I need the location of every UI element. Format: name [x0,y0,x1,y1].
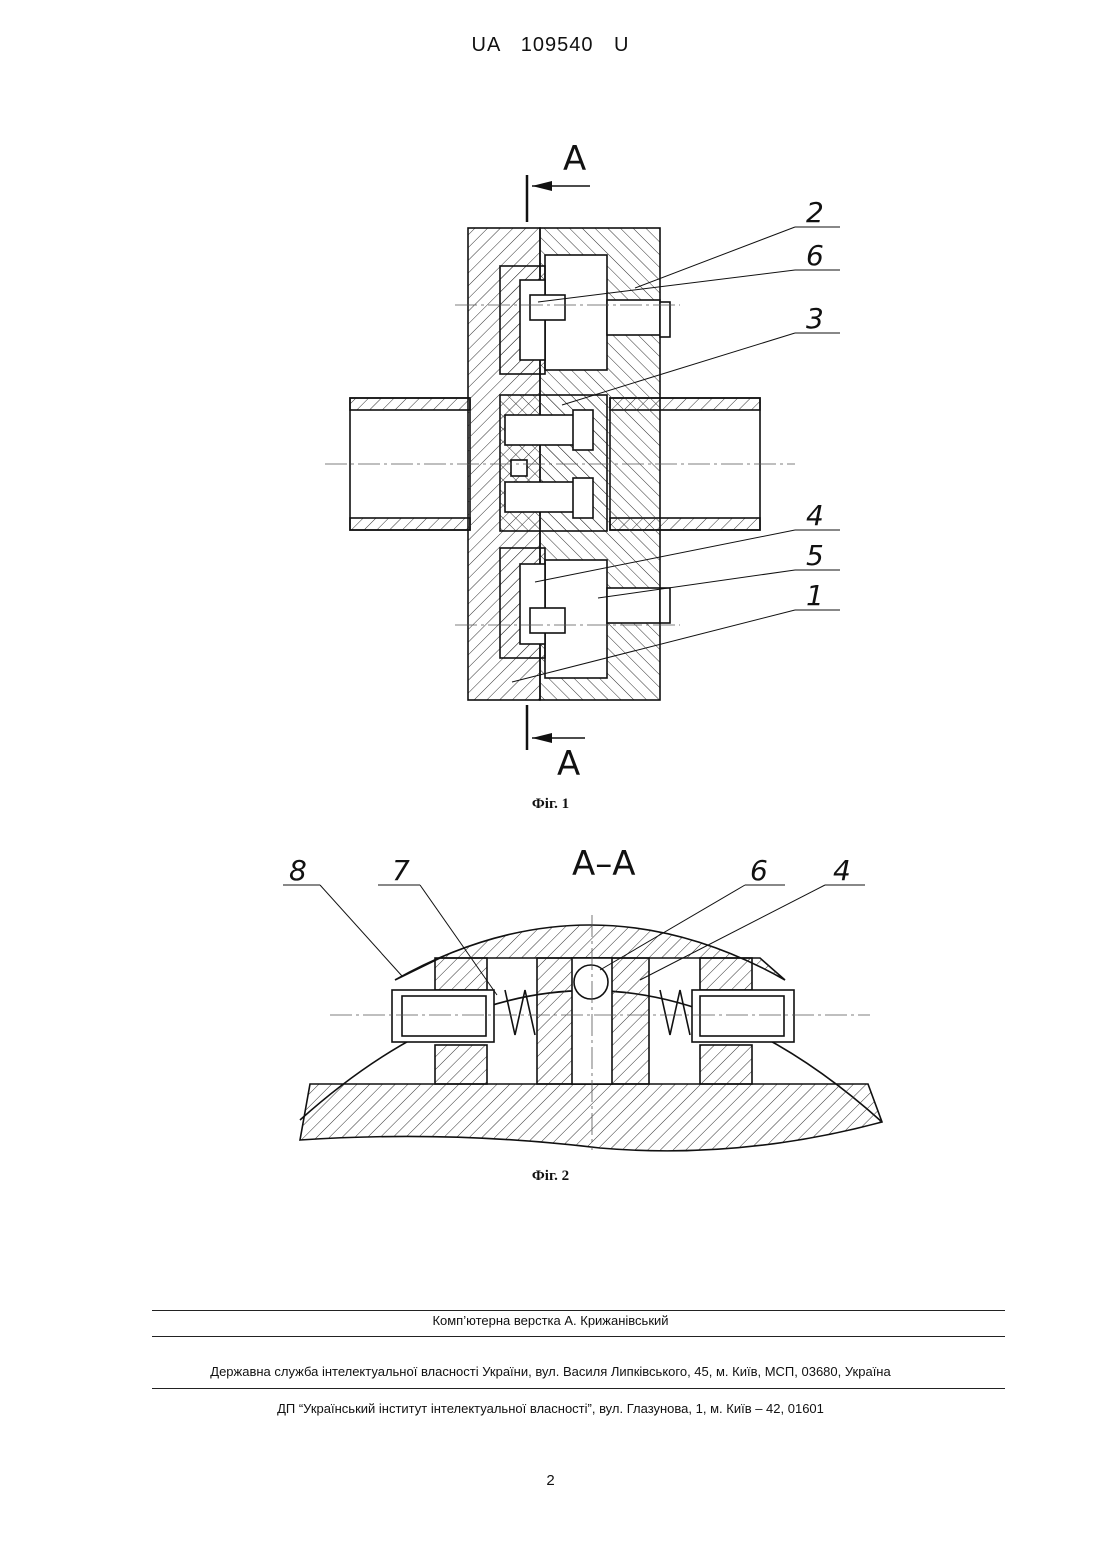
page-number: 2 [0,1472,1101,1489]
layout-credit: Комп’ютерна верстка А. Крижанівський [0,1313,1101,1328]
agency-address: Державна служба інтелектуальної власност… [0,1364,1101,1379]
section-title: A–A [572,844,636,884]
figure-1-caption: Фіг. 1 [0,796,1101,813]
institute-address: ДП “Український інститут інтелектуальної… [0,1401,1101,1416]
part-label: 8 [289,854,307,887]
part-label: 3 [806,302,824,335]
footer-rule-middle [152,1336,1005,1337]
figure-1-drawing: A A 2 6 3 4 5 1 [0,130,1101,800]
footer-rule-top [152,1310,1005,1311]
part-label: 5 [806,539,824,572]
figure-2-caption: Фіг. 2 [0,1168,1101,1185]
part-label: 7 [392,854,410,887]
part-label: 6 [806,239,824,272]
part-label: 4 [833,854,851,887]
patent-number: UA 109540 U [0,34,1101,57]
figure-2-drawing: A–A 8 7 6 4 [0,830,1101,1170]
part-label: 6 [750,854,768,887]
footer-rule-bottom [152,1388,1005,1389]
section-marker-top: A [563,139,586,179]
part-label: 2 [806,196,824,229]
part-label: 4 [806,499,824,532]
part-label: 1 [806,579,824,612]
section-marker-bottom: A [557,744,580,784]
